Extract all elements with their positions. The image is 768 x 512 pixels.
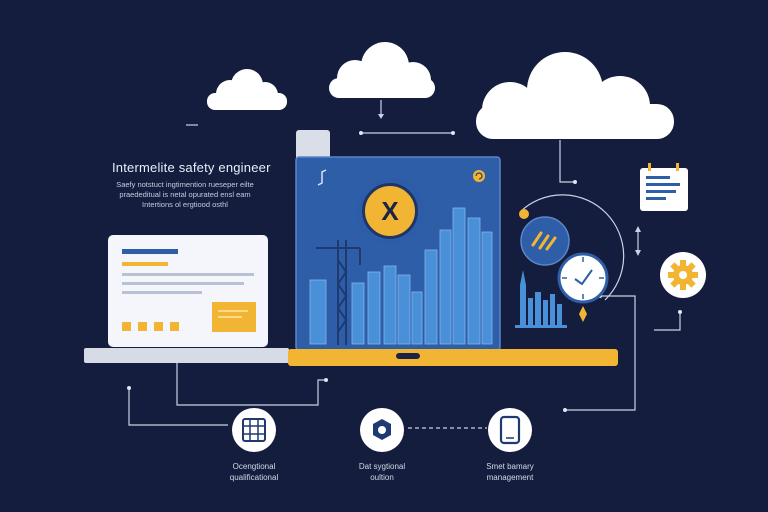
document-card: [108, 235, 268, 347]
description-line: Intertions ol ergtiood osthl: [142, 200, 228, 209]
description-text: Saefy notstuct ingtimention rueseper eil…: [95, 180, 275, 210]
feature-caption-3: Smet bamary management: [455, 461, 565, 483]
caption-line: qualificational: [229, 473, 279, 482]
feature-icon-3: [488, 408, 532, 452]
feature-caption-1: Ocengtional qualificational: [199, 461, 309, 483]
cloud-icon: [329, 42, 435, 98]
laptop-screen: [295, 156, 501, 351]
page-title: Intermelite safety engineer: [112, 160, 271, 175]
x-badge-icon: X: [362, 183, 418, 239]
caption-line: Ocengtional: [232, 462, 276, 471]
mini-chart-icon: [520, 285, 562, 327]
caption-line: Smet bamary: [486, 462, 534, 471]
connector-lines: [128, 100, 681, 429]
clock-icon: [557, 252, 609, 304]
caption-line: oultion: [370, 473, 394, 482]
feature-icon-2: [360, 408, 404, 452]
caption-line: management: [486, 473, 534, 482]
refresh-icon: [473, 170, 485, 182]
calendar-icon: [640, 163, 688, 211]
description-line: Saefy notstuct ingtimention rueseper eil…: [116, 180, 254, 189]
description-line: praededitual is netal opurated ensl eam: [119, 190, 251, 199]
bar-chart-icon: [309, 207, 493, 345]
feature-icon-1: [232, 408, 276, 452]
cloud-icon: [207, 69, 287, 110]
feature-caption-2: Dat sygtional oultion: [327, 461, 437, 483]
laptop-base: [288, 349, 618, 366]
caption-line: Dat sygtional: [358, 462, 406, 471]
cloud-icon: [476, 52, 674, 139]
